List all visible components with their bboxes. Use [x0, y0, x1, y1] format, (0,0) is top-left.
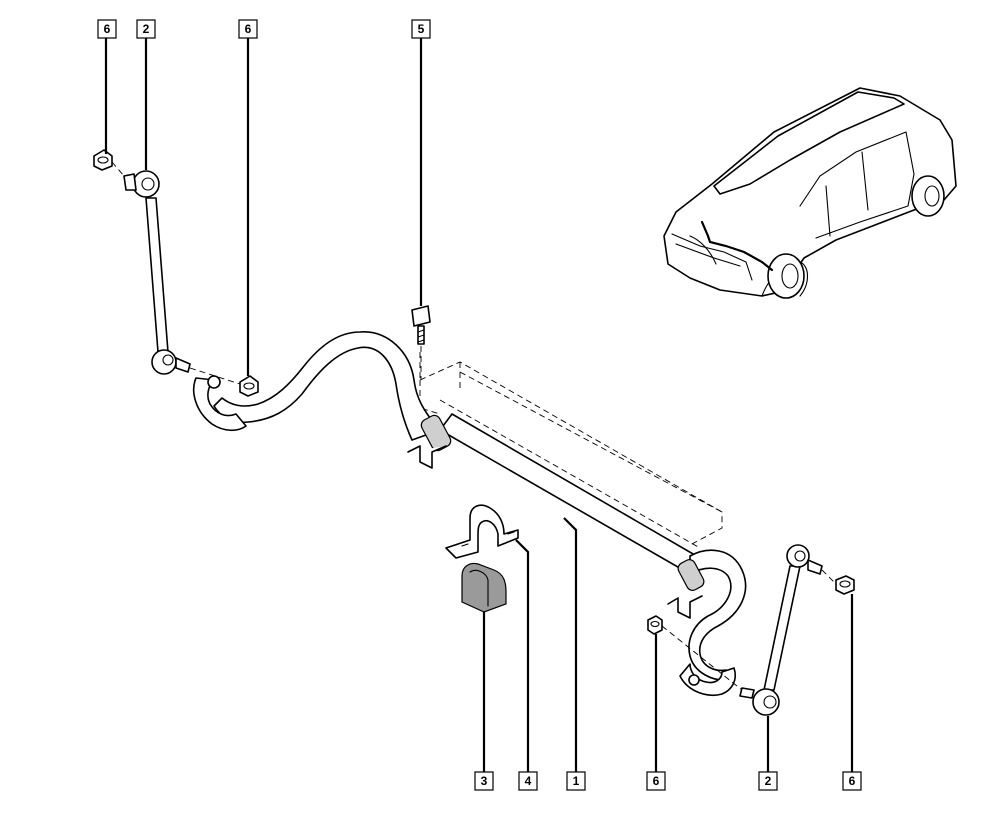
nut-top-mid: [239, 375, 259, 397]
callout-label: 3: [481, 774, 488, 788]
callout-4-bottom: 4: [518, 771, 538, 791]
assembly-guide-lines: [111, 161, 837, 691]
drop-link-right: [739, 544, 823, 716]
bush-clamp-bracket: [445, 504, 519, 559]
nut-top-left: [93, 149, 113, 171]
anti-roll-bar: [192, 331, 747, 696]
callout-6-bottom-right: 6: [842, 771, 862, 791]
callout-label: 6: [653, 774, 660, 788]
callout-6-bottom-mid: 6: [646, 771, 666, 791]
nut-bottom-mid: [647, 615, 663, 635]
callout-label: 6: [849, 774, 856, 788]
vehicle-location-illustration: [663, 87, 957, 299]
callout-3-bottom: 3: [474, 771, 494, 791]
nut-bottom-right: [835, 575, 855, 595]
callout-1-bottom: 1: [566, 771, 586, 791]
callout-label: 4: [525, 774, 532, 788]
callout-label: 2: [143, 22, 150, 36]
leader-lines: [104, 38, 854, 772]
subframe-dashed-outline: [419, 352, 723, 549]
drop-link-left: [123, 170, 191, 375]
callout-label: 6: [245, 22, 252, 36]
bolt: [411, 305, 431, 380]
callout-label: 1: [573, 774, 580, 788]
callout-6-top-left: 6: [97, 19, 117, 39]
callout-2-bottom-right: 2: [758, 771, 778, 791]
callout-5-top: 5: [411, 19, 431, 39]
callout-2-top-left: 2: [136, 19, 156, 39]
callout-label: 5: [418, 22, 425, 36]
callout-label: 6: [104, 22, 111, 36]
rubber-bush: [461, 562, 507, 613]
callout-label: 2: [765, 774, 772, 788]
callout-6-top-mid: 6: [238, 19, 258, 39]
